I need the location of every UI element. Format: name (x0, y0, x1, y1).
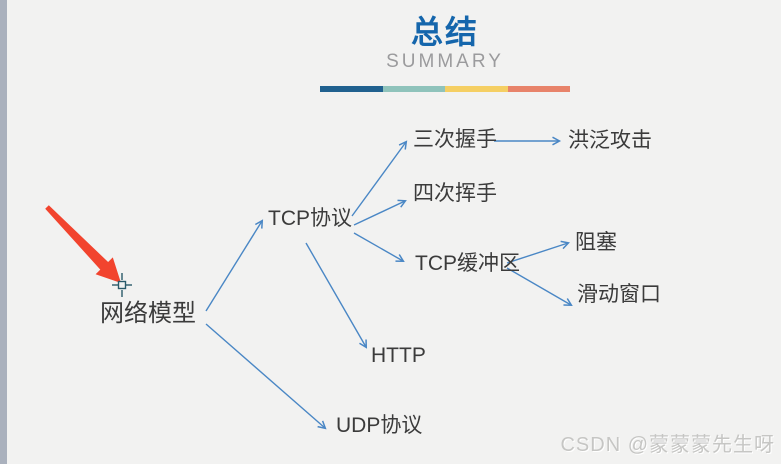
edge-networkmodel-udp (205, 323, 327, 430)
bar-segment-orange (507, 86, 570, 92)
node-http[interactable]: HTTP (371, 344, 426, 367)
node-four-way-handshake[interactable]: 四次挥手 (413, 182, 497, 205)
node-udp-protocol[interactable]: UDP协议 (336, 414, 423, 437)
precision-cursor-icon (112, 273, 132, 297)
left-edge-strip (0, 0, 7, 464)
edge-tcp-tcpbuffer (353, 232, 405, 263)
node-sliding-window[interactable]: 滑动窗口 (577, 283, 661, 306)
bar-segment-blue (320, 86, 383, 92)
edge-tcp-threewayhandshake (351, 140, 408, 217)
node-flood-attack[interactable]: 洪泛攻击 (568, 129, 652, 152)
red-annotation-arrow (45, 205, 122, 283)
edge-tcp-http (305, 242, 368, 349)
title-block: 总结 SUMMARY (320, 13, 570, 92)
edge-networkmodel-tcp (205, 219, 264, 312)
node-tcp-protocol[interactable]: TCP协议 (268, 207, 352, 230)
node-three-way-handshake[interactable]: 三次握手 (413, 128, 497, 151)
page-title: 总结 (410, 14, 479, 50)
bar-segment-yellow (445, 86, 508, 92)
node-tcp-buffer[interactable]: TCP缓冲区 (415, 252, 520, 275)
title-underline-bar (320, 86, 570, 92)
edge-tcp-fourwayhandshake (353, 199, 407, 226)
page-subtitle: SUMMARY (386, 51, 504, 72)
node-network-model[interactable]: 网络模型 (100, 300, 196, 327)
csdn-watermark: CSDN @蒙蒙蒙先生呀 (560, 434, 775, 456)
node-congestion[interactable]: 阻塞 (575, 231, 617, 254)
bar-segment-teal (382, 86, 445, 92)
